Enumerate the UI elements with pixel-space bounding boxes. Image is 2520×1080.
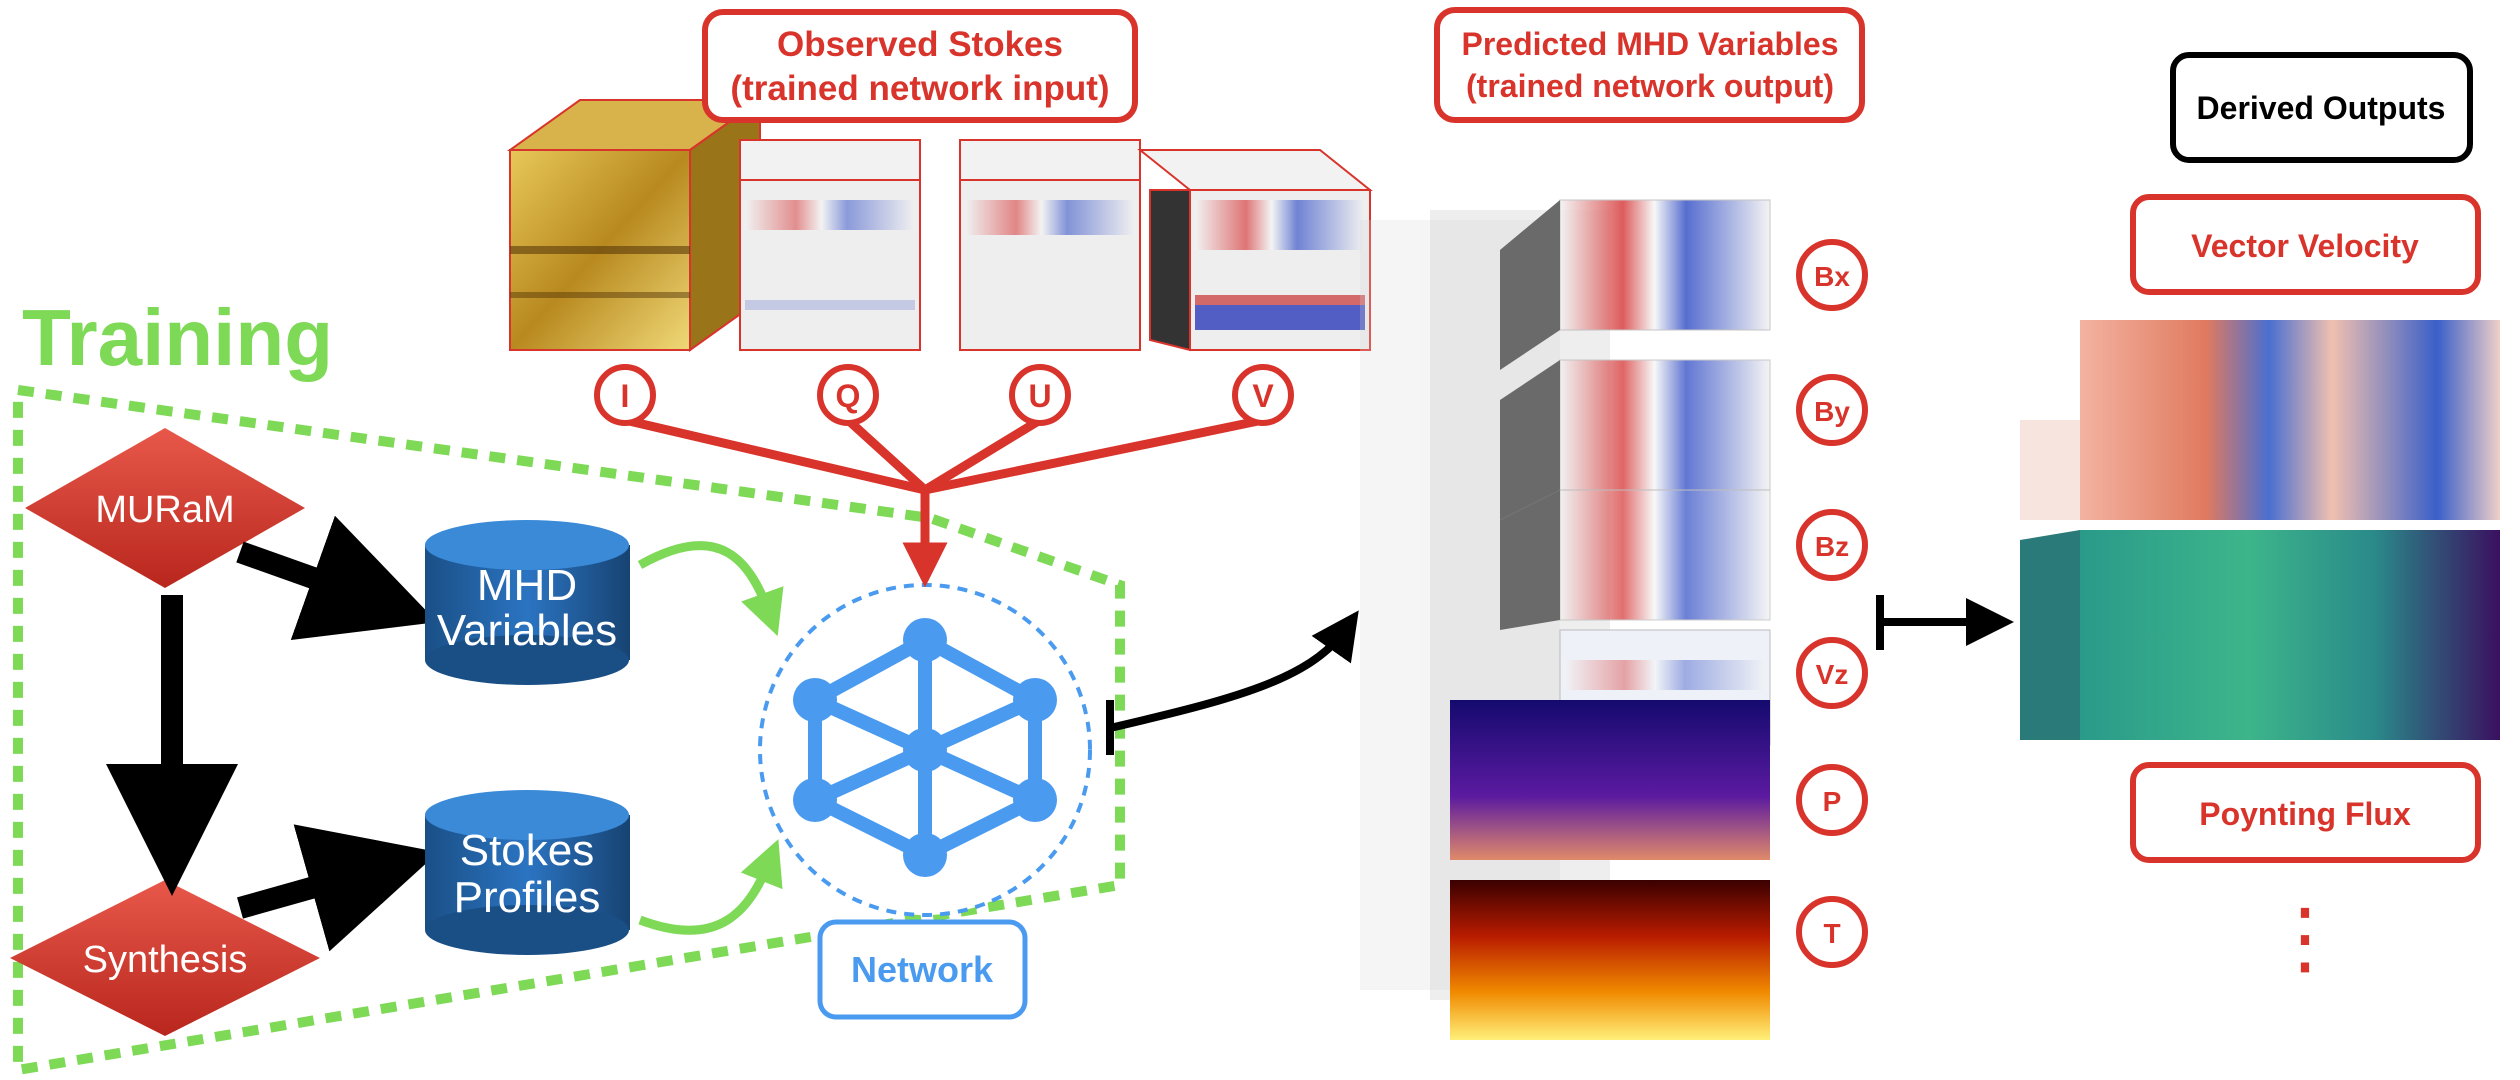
training-boundary [13,384,1125,1076]
stokes-to-network-arrow [638,839,783,935]
training-title: Training [22,293,333,382]
badge-bx: Bx [1814,261,1850,292]
poynting-flux-box [2130,762,2481,863]
vector-velocity-label: Vector Velocity [2191,228,2419,264]
badge-bz: Bz [1815,531,1849,562]
predicted-title-line1: Predicted MHD Variables [1461,26,1838,62]
badge-v [1232,364,1294,426]
stokes-q-cube [739,139,921,351]
derived-cubes [2020,320,2500,740]
network-node [758,583,1092,917]
stokes-i-cube [506,98,764,352]
badge-q [817,364,879,426]
synthesis-label: Synthesis [83,939,248,981]
badge-by: By [1814,396,1850,427]
mhd-variables-db: MHD Variables [425,520,630,685]
badge-t: T [1823,918,1840,949]
poynting-cube [2020,530,2500,740]
badge-vz: Vz [1816,659,1849,690]
badge-u-label: U [1028,378,1051,414]
mhd-to-network-arrow [637,541,784,637]
observed-stokes-cubes [506,98,1373,352]
stokes-merge-lines [623,415,1264,495]
network-label: Network [851,949,994,990]
synthesis-to-stokes-arrow [237,824,439,952]
badge-i-label: I [621,378,630,414]
mhd-var-badges: Bx By Bz Vz P T [1796,239,1868,968]
stokes-profiles-label-1: Stokes [460,826,595,875]
stokes-v-cube [1137,149,1373,352]
predicted-title-box [1434,7,1865,123]
stokes-param-badges: I Q U V [594,364,1294,426]
mhd-variables-label-2: Variables [437,606,617,655]
predicted-title-line2: (trained network output) [1466,68,1834,104]
badge-v-label: V [1252,378,1274,414]
predicted-mhd-stack [1360,199,1771,1040]
derived-title-box [2170,52,2473,163]
muram-label: MURaM [95,489,234,531]
slab-bz [1500,489,1771,630]
slab-bx [1500,199,1771,370]
stokes-profiles-label-2: Profiles [454,873,601,922]
slab-p [1450,700,1770,860]
slab-by [1500,359,1771,520]
derived-ellipsis: ⋮ [2265,893,2345,982]
muram-node: MURaM [25,428,305,588]
stokes-u-cube [959,139,1141,351]
mhd-variables-label-1: MHD [477,561,577,610]
stokes-profiles-db: Stokes Profiles [425,790,630,955]
slab-t [1450,880,1770,1040]
observed-title-line1: Observed Stokes [777,25,1063,64]
muram-to-mhd-arrow [236,515,438,641]
badge-p: P [1823,786,1842,817]
observed-title-box [702,9,1138,123]
badge-q-label: Q [836,378,861,414]
network-to-prediction-arrow [1109,610,1359,732]
vector-velocity-box [2130,194,2481,295]
badge-i [594,364,656,426]
poynting-flux-label: Poynting Flux [2199,796,2411,832]
synthesis-node: Synthesis [10,880,320,1036]
derived-title: Derived Outputs [2197,90,2446,126]
network-label-box [817,919,1028,1020]
observed-title-line2: (trained network input) [730,69,1109,108]
badge-u [1009,364,1071,426]
velocity-cube [2020,320,2500,520]
